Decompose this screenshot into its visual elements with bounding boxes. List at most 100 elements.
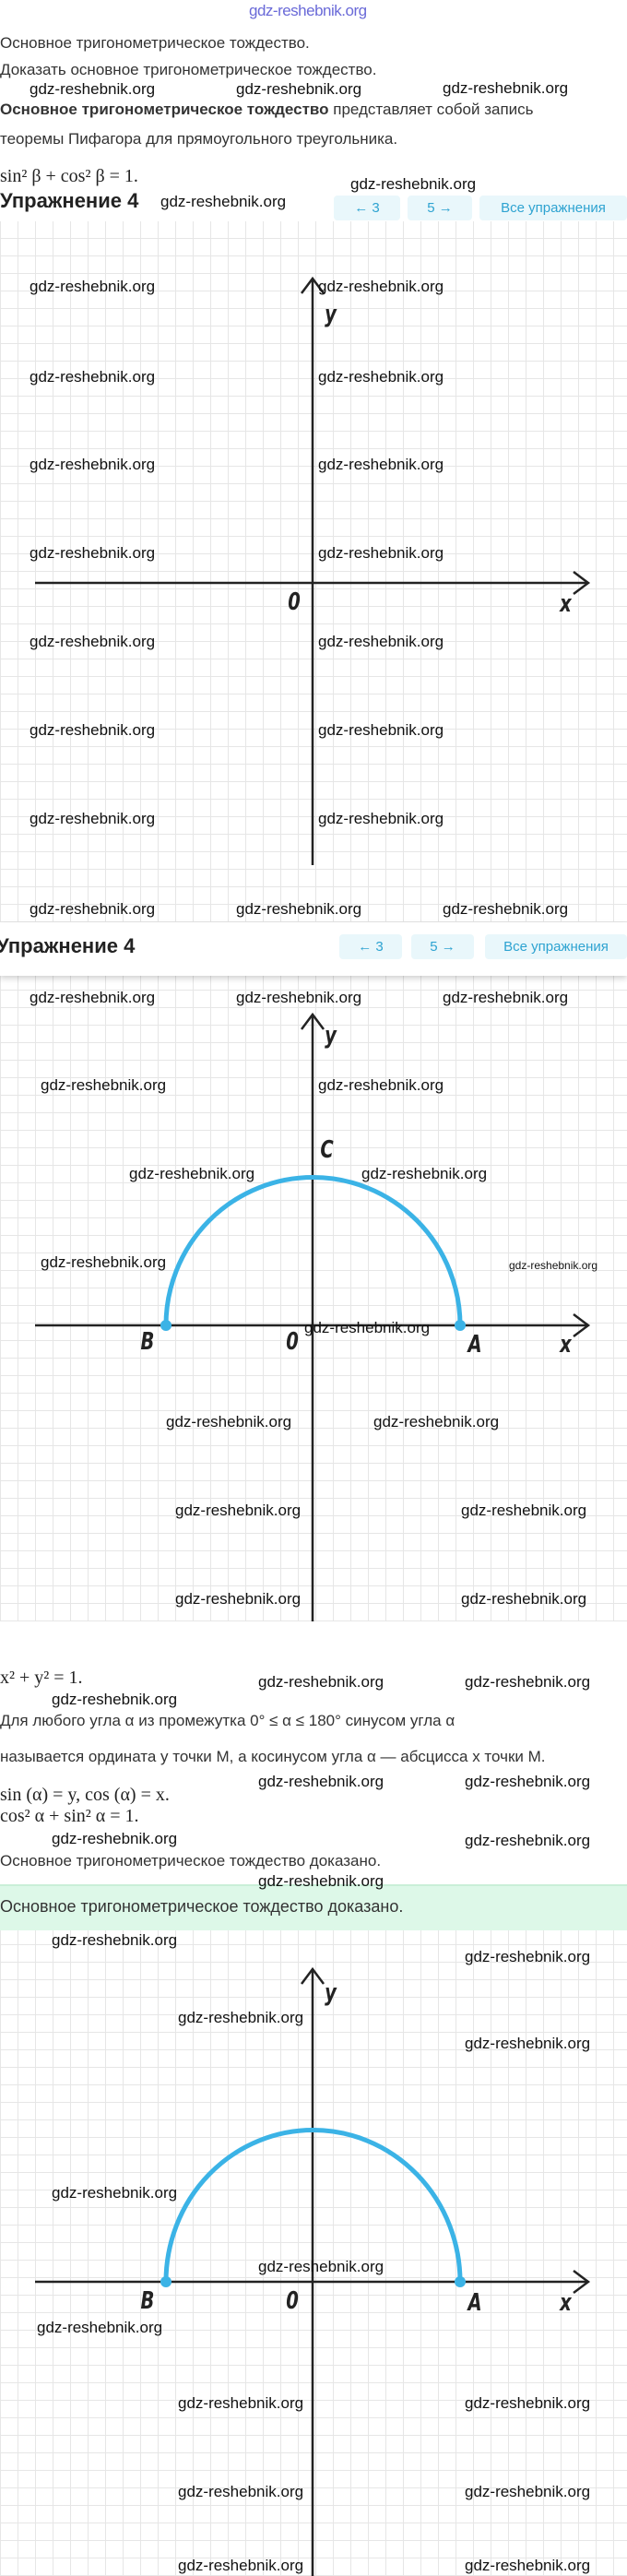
watermark: gdz-reshebnik.org bbox=[361, 1165, 488, 1182]
watermark: gdz-reshebnik.org bbox=[443, 989, 569, 1006]
watermark: gdz-reshebnik.org bbox=[258, 1673, 384, 1691]
identity-formula: sin² β + cos² β = 1. bbox=[0, 166, 138, 186]
watermark: gdz-reshebnik.org bbox=[175, 1502, 302, 1519]
watermark: gdz-reshebnik.org bbox=[465, 1673, 591, 1691]
circle-equation: x² + y² = 1. bbox=[0, 1668, 83, 1688]
watermark: gdz-reshebnik.org bbox=[318, 721, 444, 739]
y-axis-label: y bbox=[325, 1022, 337, 1050]
watermark: gdz-reshebnik.org bbox=[175, 1590, 302, 1608]
all-exercises-button[interactable]: Все упражнения bbox=[479, 196, 627, 220]
watermark: gdz-reshebnik.org bbox=[304, 1319, 431, 1336]
watermark: gdz-reshebnik.org bbox=[258, 1872, 384, 1890]
point-b bbox=[160, 2276, 172, 2287]
point-a bbox=[455, 1320, 466, 1331]
watermark: gdz-reshebnik.org bbox=[41, 1076, 167, 1094]
watermark: gdz-reshebnik.org bbox=[129, 1165, 255, 1182]
definition-sin-cos-line2: называется ордината y точки M, а косинус… bbox=[0, 1748, 546, 1765]
x-axis-label: x bbox=[560, 2289, 572, 2317]
unit-semicircle-arc bbox=[163, 2128, 463, 2283]
watermark: gdz-reshebnik.org bbox=[160, 193, 287, 210]
watermark: gdz-reshebnik.org bbox=[52, 2184, 178, 2202]
point-b-label: B bbox=[140, 1328, 155, 1356]
semicircle-graph-2 bbox=[35, 1012, 591, 1621]
origin-label: 0 bbox=[288, 588, 301, 616]
watermark: gdz-reshebnik.org bbox=[461, 1590, 587, 1608]
watermark: gdz-reshebnik.org bbox=[52, 1931, 178, 1949]
watermark: gdz-reshebnik.org bbox=[30, 900, 156, 918]
watermark: gdz-reshebnik.org bbox=[52, 1830, 178, 1847]
watermark: gdz-reshebnik.org bbox=[258, 1773, 384, 1790]
point-c-label: C bbox=[320, 1136, 334, 1164]
y-axis-label: y bbox=[325, 1979, 337, 2007]
watermark: gdz-reshebnik.org bbox=[465, 2394, 591, 2412]
all-exercises-button[interactable]: Все упражнения bbox=[485, 934, 627, 959]
watermark: gdz-reshebnik.org bbox=[52, 1691, 178, 1708]
watermark: gdz-reshebnik.org bbox=[178, 2483, 304, 2500]
watermark: gdz-reshebnik.org bbox=[318, 633, 444, 650]
watermark: gdz-reshebnik.org bbox=[350, 175, 477, 193]
watermark: gdz-reshebnik.org bbox=[318, 544, 444, 562]
watermark: gdz-reshebnik.org bbox=[30, 810, 156, 827]
axes-graph-1 bbox=[35, 276, 591, 865]
definition-text: Основное тригонометрическое тождество пр… bbox=[0, 101, 534, 119]
task-text: Доказать основное тригонометрическое тож… bbox=[0, 61, 377, 78]
prev-exercise-button[interactable]: ← 3 bbox=[334, 196, 400, 220]
origin-label: 0 bbox=[286, 2287, 299, 2315]
answer-banner: Основное тригонометрическое тождество до… bbox=[0, 1884, 627, 1930]
sin-cos-equation: sin (α) = y, cos (α) = x. bbox=[0, 1785, 170, 1805]
unit-semicircle-arc bbox=[163, 1174, 463, 1326]
sticky-exercise-nav: Упражнение 4 ← 3 5 → Все упражнения bbox=[0, 922, 627, 976]
answer-text: Основное тригонометрическое тождество до… bbox=[0, 1897, 404, 1916]
watermark: gdz-reshebnik.org bbox=[465, 2035, 591, 2052]
exercise-heading: Упражнение 4 bbox=[0, 934, 136, 957]
definition-bold: Основное тригонометрическое тождество bbox=[0, 101, 329, 118]
watermark: gdz-reshebnik.org bbox=[509, 1259, 598, 1272]
watermark: gdz-reshebnik.org bbox=[166, 1413, 292, 1430]
definition-rest: представляет собой запись bbox=[328, 101, 534, 118]
watermark: gdz-reshebnik.org bbox=[30, 544, 156, 562]
semicircle-graph-3 bbox=[35, 1966, 591, 2576]
watermark: gdz-reshebnik.org bbox=[41, 1253, 167, 1271]
point-b-label: B bbox=[140, 2287, 155, 2315]
watermark: gdz-reshebnik.org bbox=[30, 368, 156, 386]
watermark: gdz-reshebnik.org bbox=[30, 278, 156, 295]
definition-sin-cos: Для любого угла α из промежутка 0° ≤ α ≤… bbox=[0, 1712, 455, 1729]
point-b bbox=[160, 1320, 172, 1331]
exercise-heading: Упражнение 4 bbox=[0, 189, 139, 212]
watermark: gdz-reshebnik.org bbox=[465, 2557, 591, 2574]
watermark: gdz-reshebnik.org bbox=[178, 2009, 304, 2026]
watermark: gdz-reshebnik.org bbox=[37, 2319, 163, 2336]
x-axis-label: x bbox=[560, 590, 572, 618]
watermark: gdz-reshebnik.org bbox=[461, 1502, 587, 1519]
watermark: gdz-reshebnik.org bbox=[443, 79, 569, 97]
x-axis-label: x bbox=[560, 1331, 572, 1359]
point-a-label: A bbox=[467, 1331, 482, 1359]
watermark: gdz-reshebnik.org bbox=[30, 456, 156, 473]
y-axis-label: y bbox=[325, 301, 337, 328]
next-exercise-button[interactable]: 5 → bbox=[411, 934, 474, 959]
watermark: gdz-reshebnik.org bbox=[30, 989, 156, 1006]
point-a-label: A bbox=[467, 2289, 482, 2317]
watermark: gdz-reshebnik.org bbox=[318, 810, 444, 827]
definition-line2: теоремы Пифагора для прямоугольного треу… bbox=[0, 130, 398, 148]
watermark: gdz-reshebnik.org bbox=[178, 2557, 304, 2574]
point-a bbox=[455, 2276, 466, 2287]
identity-result: cos² α + sin² α = 1. bbox=[0, 1806, 139, 1826]
watermark: gdz-reshebnik.org bbox=[318, 278, 444, 295]
watermark: gdz-reshebnik.org bbox=[30, 80, 156, 98]
site-logo[interactable]: gdz-reshebnik.org bbox=[249, 2, 367, 19]
watermark: gdz-reshebnik.org bbox=[465, 1948, 591, 1965]
watermark: gdz-reshebnik.org bbox=[318, 1076, 444, 1094]
watermark: gdz-reshebnik.org bbox=[373, 1413, 500, 1430]
watermark: gdz-reshebnik.org bbox=[465, 2483, 591, 2500]
watermark: gdz-reshebnik.org bbox=[30, 633, 156, 650]
watermark: gdz-reshebnik.org bbox=[178, 2394, 304, 2412]
conclusion-text: Основное тригонометрическое тождество до… bbox=[0, 1852, 382, 1870]
next-exercise-button[interactable]: 5 → bbox=[408, 196, 472, 220]
prev-exercise-button[interactable]: ← 3 bbox=[339, 934, 402, 959]
watermark: gdz-reshebnik.org bbox=[236, 989, 362, 1006]
origin-label: 0 bbox=[286, 1328, 299, 1356]
watermark: gdz-reshebnik.org bbox=[236, 900, 362, 918]
watermark: gdz-reshebnik.org bbox=[443, 900, 569, 918]
section-title: Основное тригонометрическое тождество. bbox=[0, 34, 310, 52]
